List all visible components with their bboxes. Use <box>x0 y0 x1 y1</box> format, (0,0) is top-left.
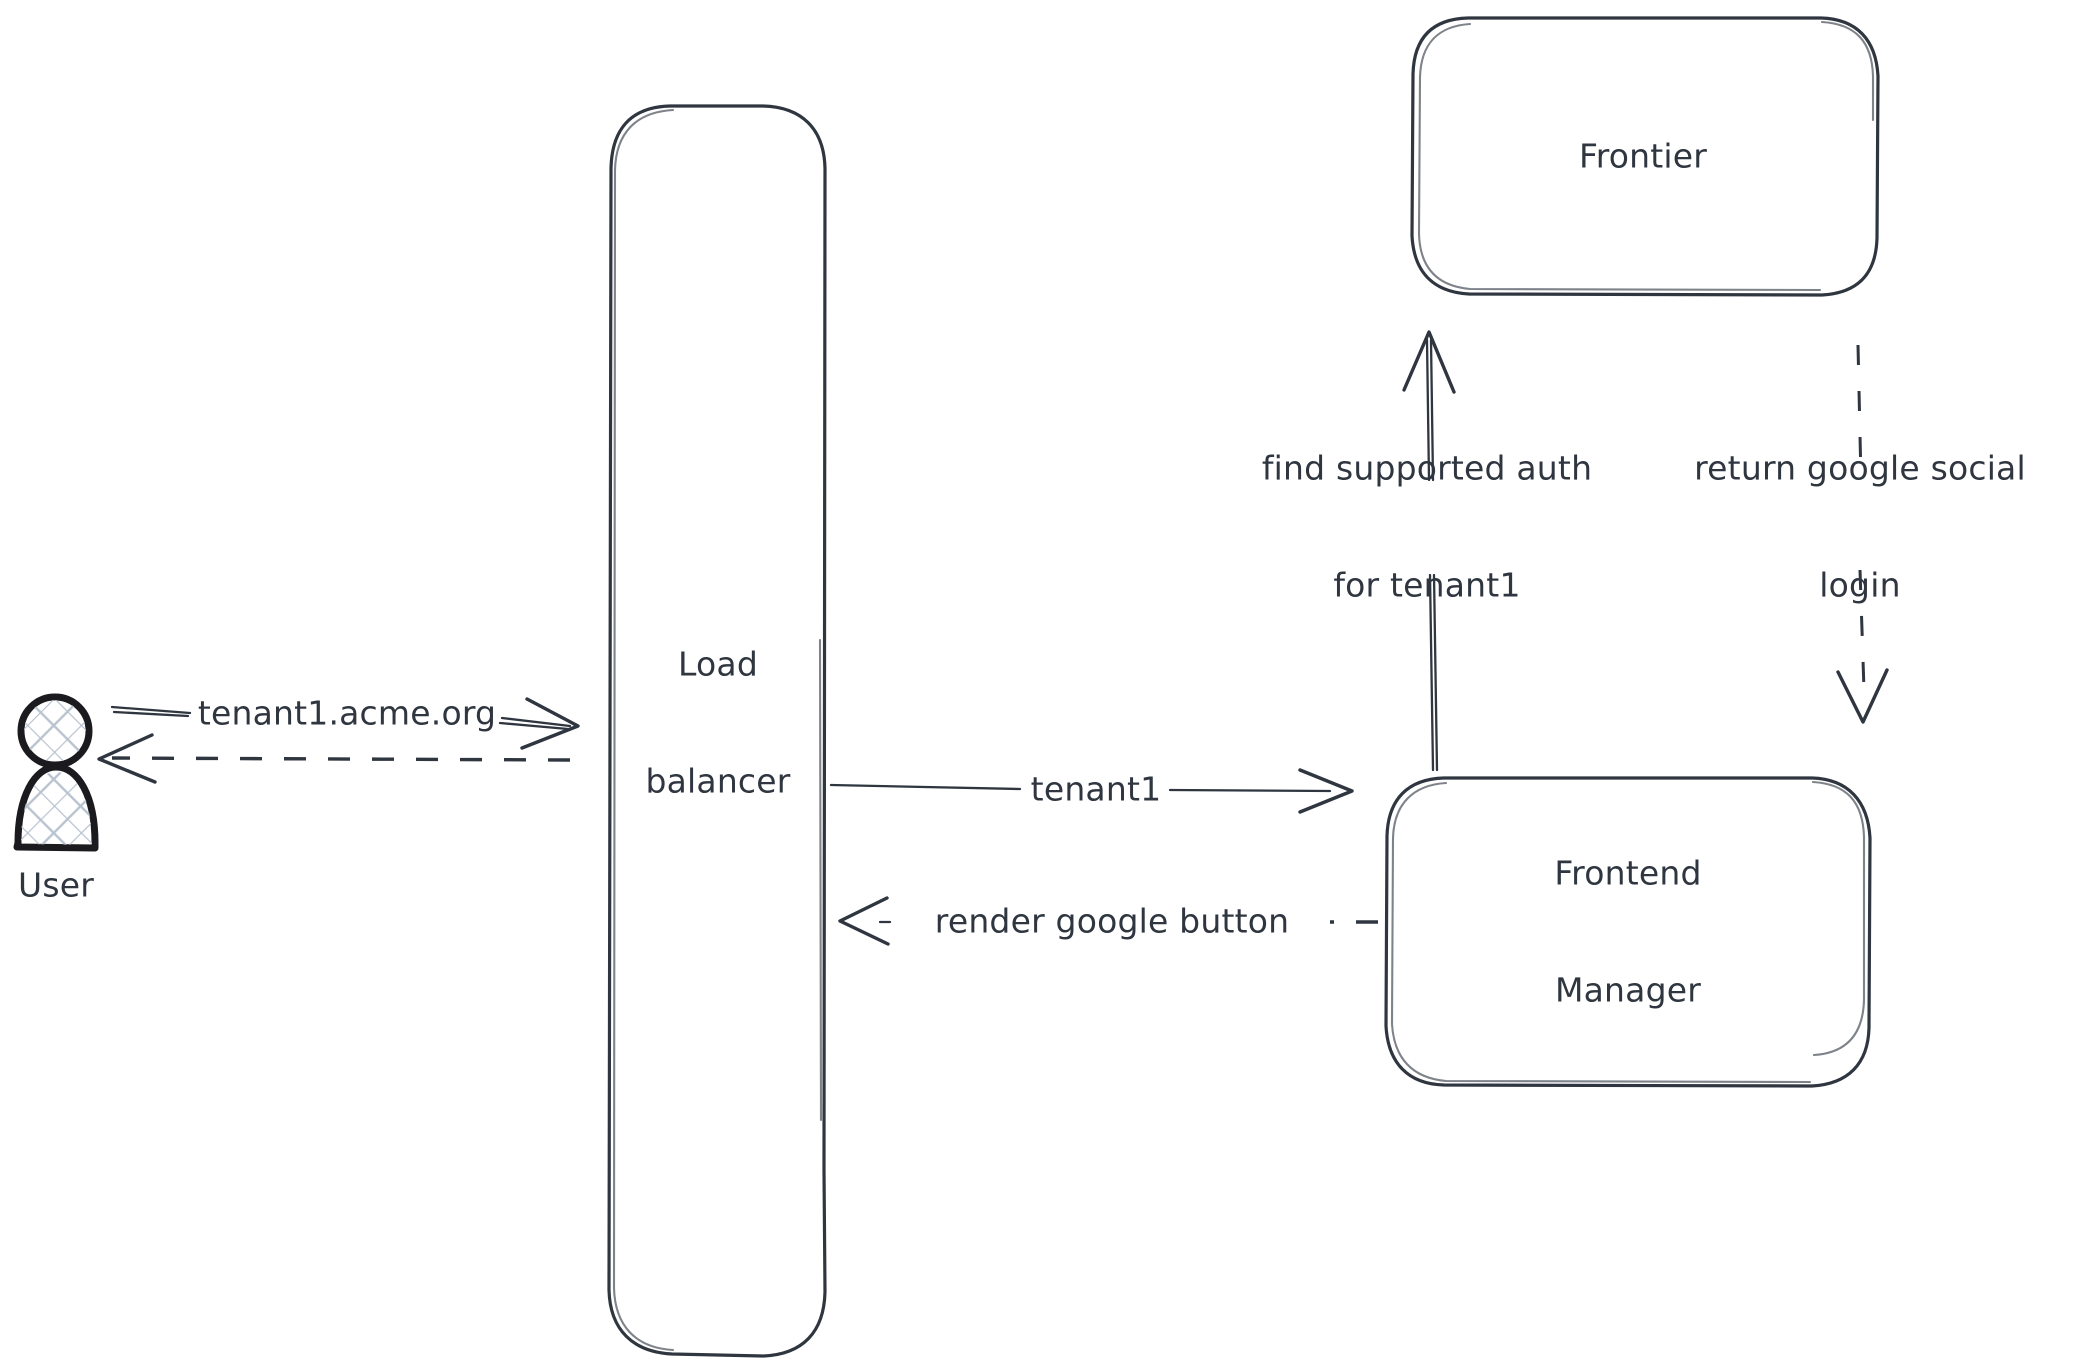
node-load-balancer[interactable] <box>607 104 827 1358</box>
edge-label-lb-to-fm: tenant1 <box>1030 769 1162 809</box>
edge-label-frontier-to-fm-line2: login <box>1819 564 1901 604</box>
edge-fm-to-lb[interactable] <box>838 896 1378 946</box>
edge-label-frontier-to-fm-line1: return google social <box>1694 448 2026 488</box>
actor-label-user: User <box>17 865 95 905</box>
edge-label-user-to-lb: tenant1.acme.org <box>197 693 497 733</box>
node-label-frontend-manager-line1: Frontend <box>1554 853 1702 893</box>
actor-user[interactable] <box>13 693 99 852</box>
edge-lb-to-fm[interactable] <box>829 768 1354 814</box>
node-frontend-manager[interactable] <box>1384 776 1872 1088</box>
edge-fm-to-frontier[interactable] <box>1402 330 1456 772</box>
node-label-load-balancer-line1: Load <box>678 644 758 684</box>
edge-label-fm-to-frontier: find supported auth for tenant1 <box>1262 371 1592 683</box>
node-frontier[interactable] <box>1410 16 1880 297</box>
edge-label-fm-to-lb: render google button <box>934 901 1290 941</box>
node-label-load-balancer-line2: balancer <box>645 760 791 800</box>
edge-frontier-to-fm[interactable] <box>1836 344 1889 724</box>
edge-user-to-lb[interactable] <box>110 697 580 750</box>
edge-label-frontier-to-fm: return google social login <box>1694 371 2026 683</box>
node-label-load-balancer: Load balancer <box>645 567 790 879</box>
node-label-frontier: Frontier <box>1579 60 1707 255</box>
node-label-frontend-manager-line2: Manager <box>1554 969 1702 1009</box>
node-label-frontier-line1: Frontier <box>1578 136 1708 176</box>
edge-lb-to-user[interactable] <box>97 733 571 784</box>
edge-label-fm-to-frontier-line1: find supported auth <box>1261 448 1593 488</box>
node-label-frontend-manager: Frontend Manager <box>1554 776 1701 1088</box>
edge-label-fm-to-frontier-line2: for tenant1 <box>1333 564 1521 604</box>
